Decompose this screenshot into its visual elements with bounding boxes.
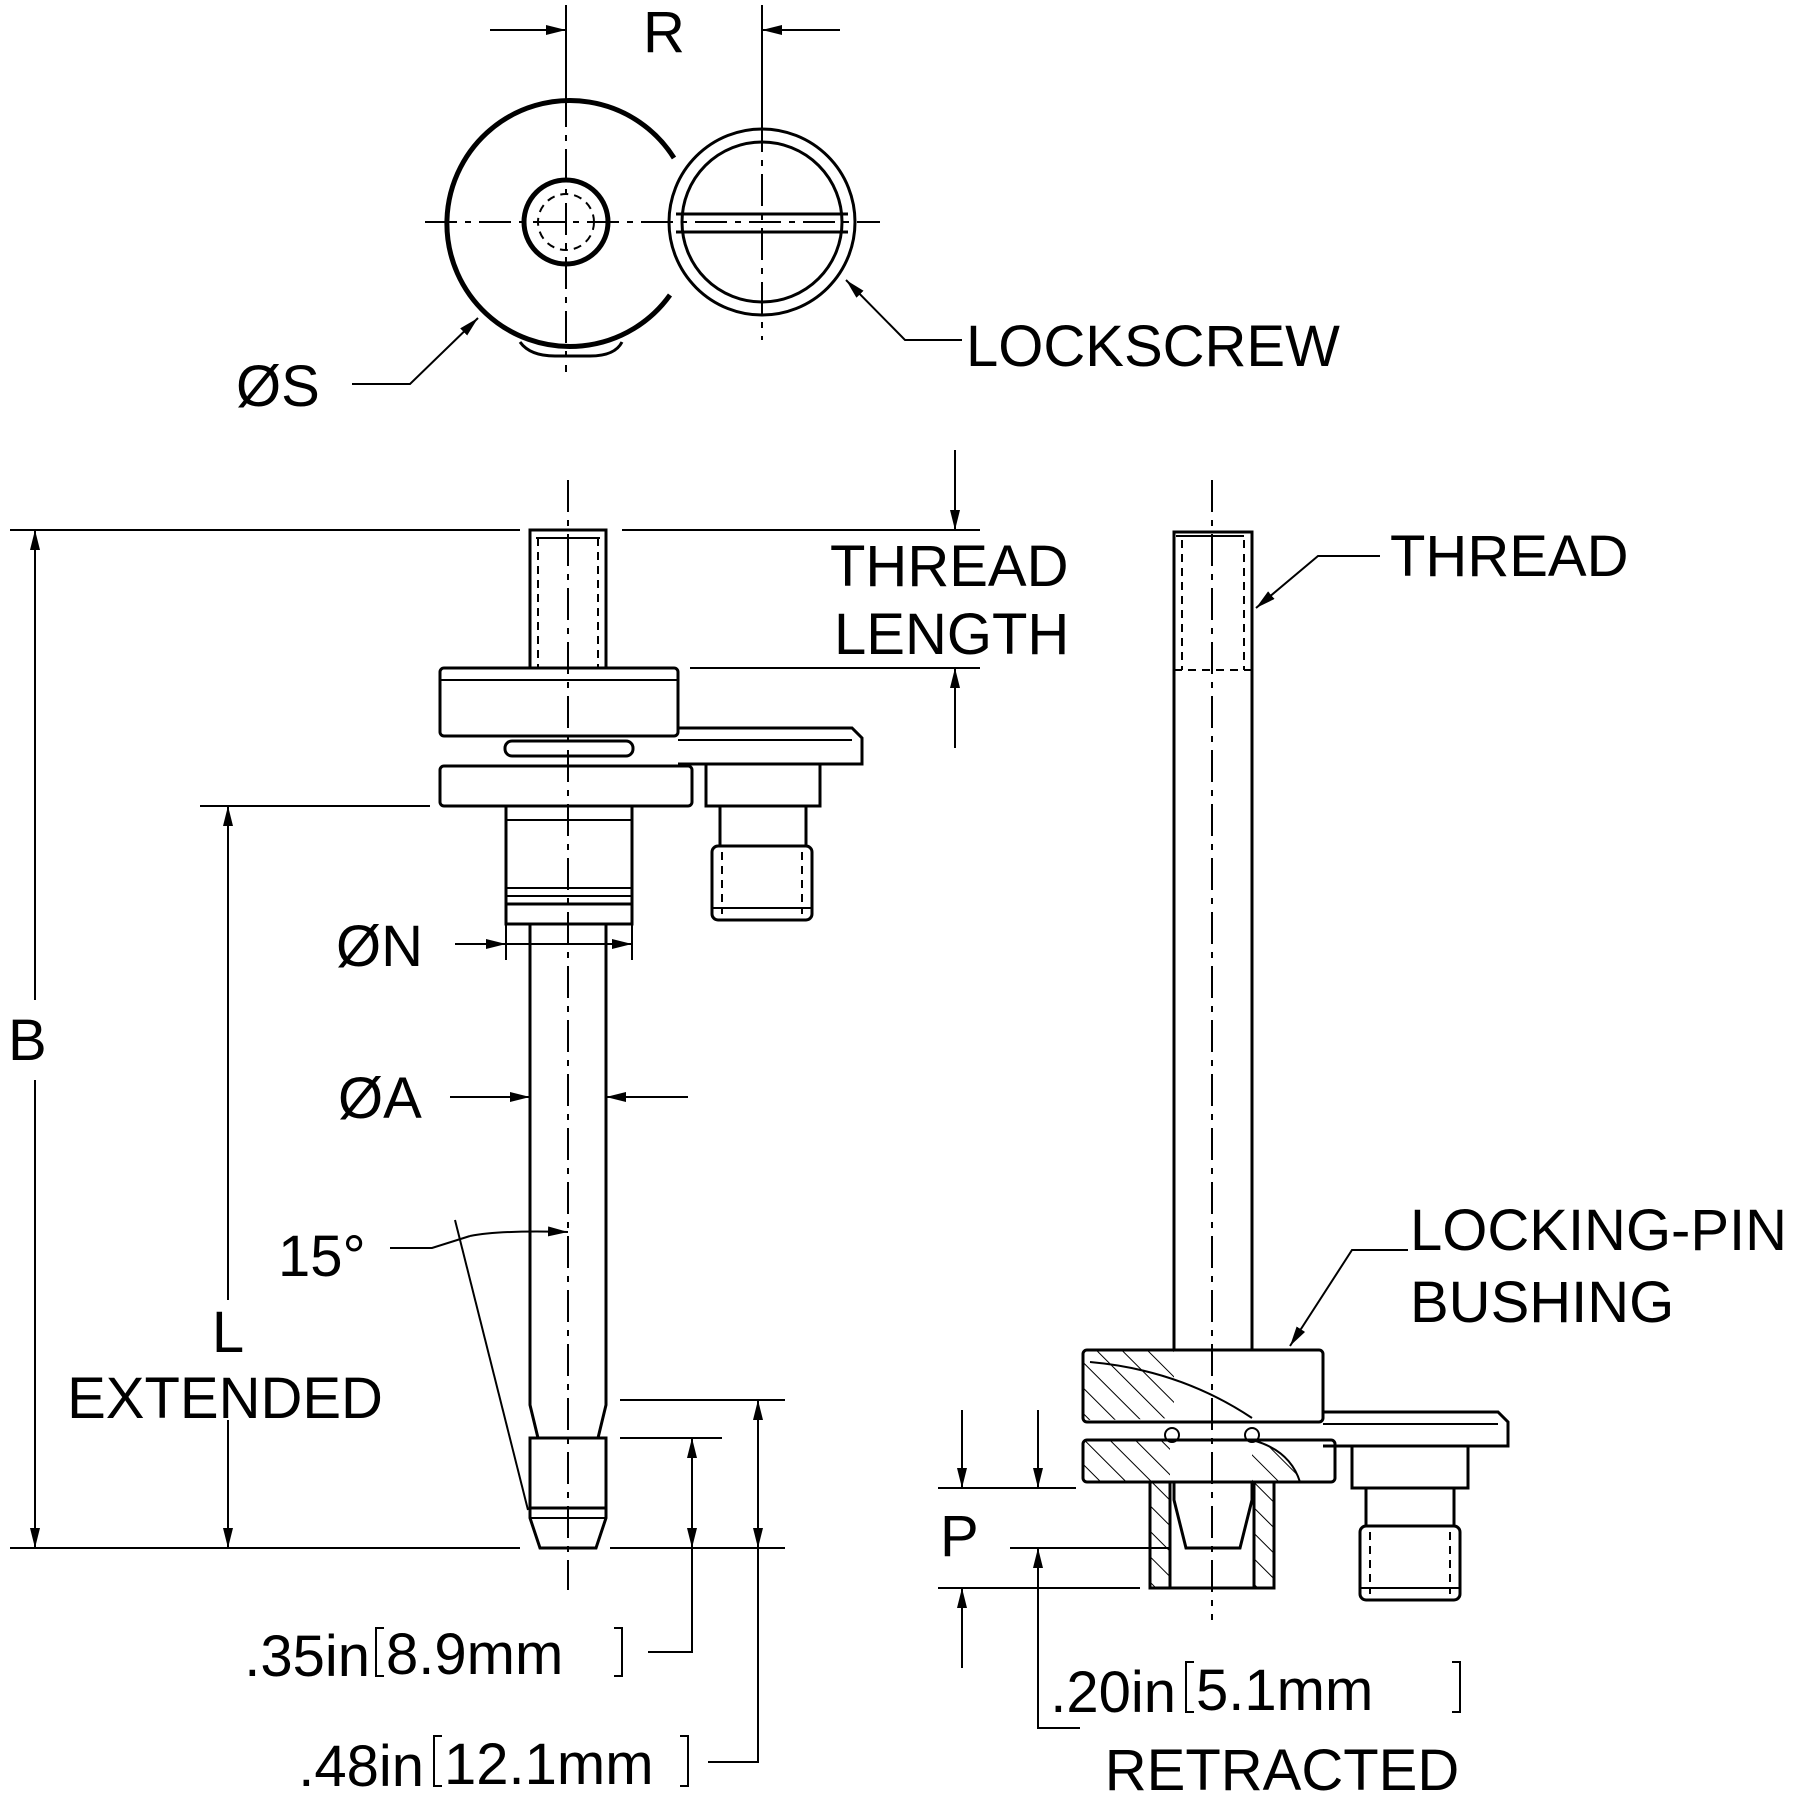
lockscrew-leader: [845, 279, 962, 341]
lock-plate-retracted: [1323, 1410, 1510, 1448]
knob-cut-arc: [1089, 1361, 1253, 1419]
lockscrew-head-retracted: [1350, 1444, 1470, 1490]
flange-section: [1083, 1440, 1170, 1482]
angle-arc: [469, 1226, 569, 1237]
lockscrew-neck: [718, 804, 808, 848]
angle-label: 15°: [278, 1224, 366, 1289]
retracted-label: RETRACTED: [1105, 1738, 1459, 1803]
locking-pin-label-1: LOCKING-PIN: [1410, 1198, 1787, 1263]
knob-bottom-flange: [518, 341, 624, 358]
locking-pin-label-2: BUSHING: [1410, 1270, 1674, 1335]
lockscrew-label: LOCKSCREW: [966, 314, 1340, 379]
dim-020-in: .20in: [1050, 1660, 1176, 1725]
s-label: ØS: [236, 354, 320, 419]
n-label: ØN: [336, 914, 423, 979]
knob-body: [438, 666, 680, 738]
lockscrew-thread: [710, 844, 814, 922]
dim-048-in: .48in: [298, 1734, 424, 1799]
bushing-section-lower-left: [1150, 1482, 1170, 1588]
lock-plate: [678, 726, 864, 766]
retracted-pin-tip: [1172, 1482, 1254, 1550]
r-label: R: [643, 0, 685, 65]
body-flange: [438, 764, 694, 808]
thread-leader: [1255, 555, 1380, 609]
p-label: P: [940, 1504, 979, 1569]
side-view-retracted: THREAD LOCKING-PIN BUSHING: [938, 480, 1787, 1803]
angle-reference-line: [454, 1219, 529, 1511]
s-leader: [352, 317, 479, 385]
bushing-outline: [1148, 1480, 1276, 1590]
bushing-section-lower-right: [1254, 1482, 1274, 1588]
dim-035-in: .35in: [244, 1624, 370, 1689]
front-view-extended: THREAD LENGTH B L EXTENDED ØN ØA 15°: [8, 450, 1069, 1799]
dim-048-mm: 12.1mm: [444, 1732, 654, 1797]
knob-outline-retracted: [1081, 1348, 1325, 1424]
lockscrew-neck-retracted: [1364, 1486, 1456, 1528]
knob-section-left: [1083, 1350, 1174, 1420]
dim-035-mm: 8.9mm: [386, 1622, 563, 1687]
a-label: ØA: [338, 1066, 422, 1131]
bushing-section-right: [1252, 1440, 1300, 1482]
thread-length-label-2: LENGTH: [834, 602, 1069, 667]
thread-length-label-1: THREAD: [830, 534, 1068, 599]
lockscrew-thread-retracted: [1358, 1524, 1462, 1602]
b-label: B: [8, 1008, 47, 1073]
plunger-knob-outline: [444, 98, 677, 349]
locking-pin-leader: [1289, 1249, 1408, 1347]
lockscrew-head: [704, 762, 822, 808]
l-label-2: EXTENDED: [67, 1366, 383, 1431]
top-view: R ØS LOCKSCREW: [236, 0, 1340, 419]
dim-020-mm: 5.1mm: [1196, 1658, 1373, 1723]
l-label-1: L: [212, 1300, 244, 1365]
thread-label: THREAD: [1390, 524, 1628, 589]
